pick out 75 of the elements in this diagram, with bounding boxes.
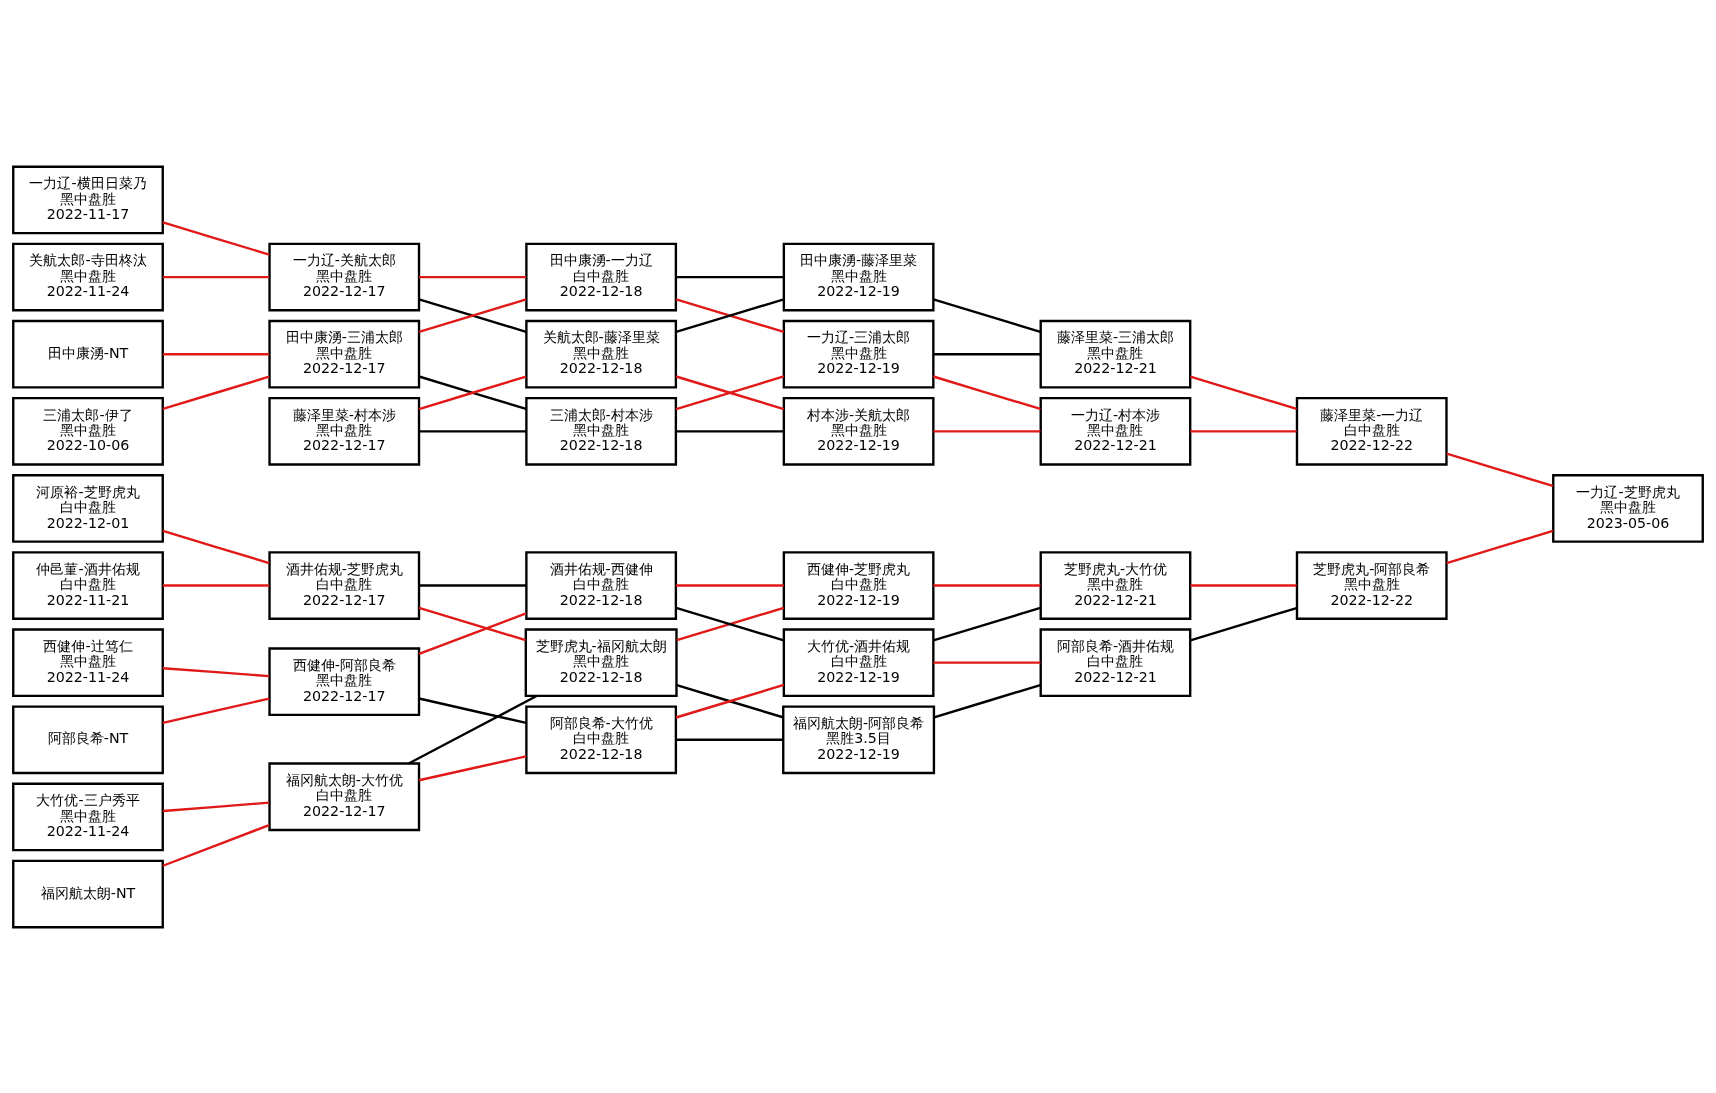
node-box: 关航太郎-藤泽里菜 黑中盘胜 2022-12-18 (525, 319, 678, 389)
node-box: 三浦太郎-村本涉 黑中盘胜 2022-12-18 (525, 396, 678, 466)
connector (1190, 583, 1297, 587)
node-box: 一力辽-芝野虎丸 黑中盘胜 2023-05-06 (1552, 473, 1704, 543)
connector (1446, 529, 1554, 564)
node-box: 藤泽里菜-三浦太郎 黑中盘胜 2022-12-21 (1039, 319, 1192, 389)
connector (418, 297, 527, 333)
connector (418, 754, 527, 781)
connector (675, 374, 785, 410)
node-box: 藤泽里菜-一力辽 白中盘胜 2022-12-22 (1295, 396, 1448, 466)
node-box: 田中康湧-三浦太郎 黑中盘胜 2022-12-17 (268, 319, 421, 389)
connector (933, 583, 1041, 587)
connector (162, 352, 270, 355)
node-box: 仲邑菫-酒井佑规 白中盘胜 2022-11-21 (12, 550, 164, 620)
connector (676, 429, 784, 432)
node-box: 田中康湧-一力辽 白中盘胜 2022-12-18 (525, 242, 678, 311)
connector (162, 696, 270, 724)
connector (933, 374, 1041, 410)
node-box: 大竹优-三户秀平 黑中盘胜 2022-11-24 (12, 782, 164, 851)
node-box: 酒井佑规-芝野虎丸 白中盘胜 2022-12-17 (268, 550, 421, 620)
node-box: 西健伸-辻笃仁 黑中盘胜 2022-11-24 (12, 627, 164, 697)
node-box: 一力辽-关航太郎 黑中盘胜 2022-12-17 (268, 242, 421, 311)
node-box: 芝野虎丸-阿部良希 黑中盘胜 2022-12-22 (1295, 550, 1448, 620)
node-box: 田中康湧-NT (12, 319, 164, 389)
node-box: 芝野虎丸-大竹优 黑中盘胜 2022-12-21 (1039, 550, 1192, 620)
node-box: 关航太郎-寺田柊汰 黑中盘胜 2022-11-24 (12, 242, 164, 311)
connector (933, 683, 1041, 718)
node-box: 西健伸-芝野虎丸 白中盘胜 2022-12-19 (782, 550, 935, 620)
node-box: 一力辽-三浦太郎 黑中盘胜 2022-12-19 (782, 319, 935, 389)
connector (675, 297, 785, 333)
connector (162, 529, 270, 564)
connector (418, 374, 527, 410)
connector (933, 606, 1041, 641)
node-box: 河原裕-芝野虎丸 白中盘胜 2022-12-01 (12, 473, 164, 543)
connector (162, 666, 270, 677)
connector (1190, 606, 1297, 641)
node-box: 一力辽-横田日菜乃 黑中盘胜 2022-11-17 (12, 165, 164, 234)
connector (1190, 375, 1297, 410)
node-box: 一力辽-村本涉 黑中盘胜 2022-12-21 (1039, 396, 1192, 466)
node-box: 阿部良希-酒井佑规 白中盘胜 2022-12-21 (1039, 627, 1192, 697)
connector (676, 583, 784, 587)
connector (418, 611, 527, 655)
connector (419, 583, 527, 587)
connector (162, 583, 270, 587)
connector (933, 352, 1041, 355)
node-box: 福冈航太朗-阿部良希 黑胜3.5目 2022-12-19 (782, 704, 936, 774)
node-box: 阿部良希-NT (12, 704, 164, 774)
node-box: 酒井佑规-西健伸 白中盘胜 2022-12-18 (525, 550, 678, 620)
node-box: 田中康湧-藤泽里菜 黑中盘胜 2022-12-19 (782, 242, 935, 311)
connector (419, 429, 527, 432)
connector (1190, 429, 1297, 432)
connector (418, 606, 526, 641)
connector (162, 800, 270, 812)
connector (676, 275, 784, 278)
connector (933, 297, 1041, 333)
connector (408, 694, 538, 764)
connector (676, 738, 783, 741)
connector (162, 275, 270, 278)
connector (162, 375, 270, 410)
node-box: 村本涉-关航太郎 黑中盘胜 2022-12-19 (782, 396, 935, 466)
node-box: 福冈航太朗-大竹优 白中盘胜 2022-12-17 (268, 761, 421, 831)
connector (933, 661, 1041, 664)
connector (418, 696, 527, 724)
connector (933, 429, 1041, 432)
node-box: 阿部良希-大竹优 白中盘胜 2022-12-18 (525, 704, 678, 774)
node-box: 西健伸-阿部良希 黑中盘胜 2022-12-17 (268, 646, 421, 716)
connector (1446, 452, 1554, 487)
connector (162, 220, 270, 256)
node-box: 藤泽里菜-村本涉 黑中盘胜 2022-12-17 (268, 396, 421, 466)
node-box: 三浦太郎-伊了 黑中盘胜 2022-10-06 (12, 396, 164, 466)
node-box: 福冈航太朗-NT (12, 859, 164, 928)
connector (162, 823, 270, 867)
connector (419, 275, 527, 278)
node-box: 大竹优-酒井佑规 白中盘胜 2022-12-19 (782, 627, 935, 697)
node-box: 芝野虎丸-福冈航太朗 黑中盘胜 2022-12-18 (524, 627, 678, 697)
